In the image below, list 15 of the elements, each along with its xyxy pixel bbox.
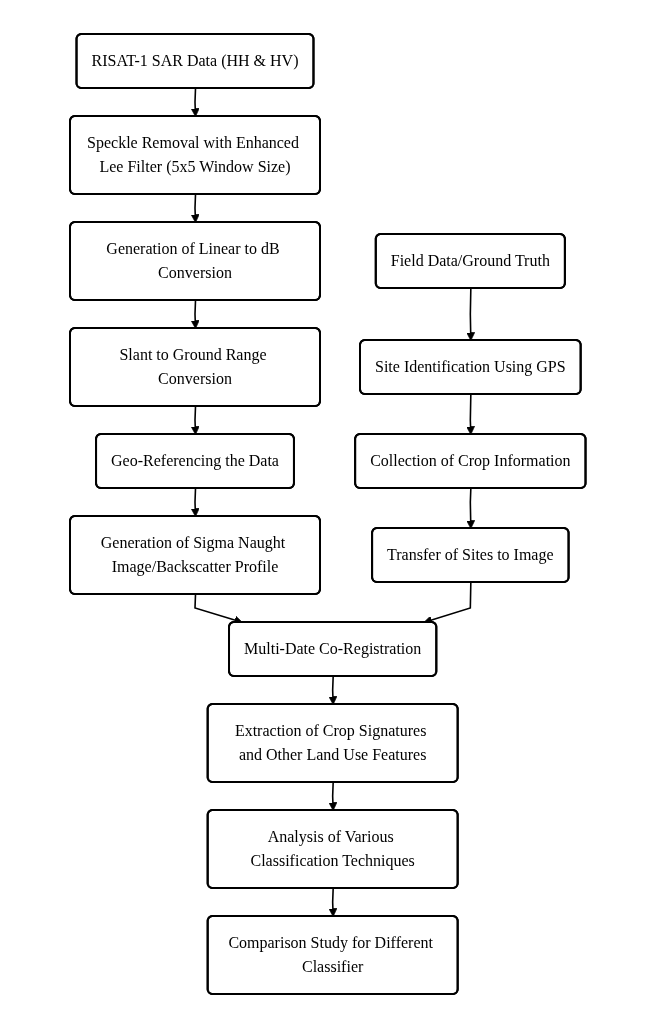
node-text: Generation of Sigma Naught Image/Backscatter Profile — [101, 534, 286, 575]
arrow — [328, 781, 338, 811]
arrow — [191, 87, 200, 117]
arrow — [191, 405, 200, 435]
arrow — [466, 393, 476, 435]
arrow — [466, 487, 476, 529]
arrow — [191, 299, 200, 329]
arrow — [466, 287, 476, 341]
arrow — [191, 193, 200, 223]
node-text: Slant to Ground Range Conversion — [119, 346, 267, 387]
node-text: Generation of Linear to dB Conversion — [106, 240, 280, 281]
arrow — [191, 487, 200, 517]
arrow — [328, 675, 338, 705]
node-text: Speckle Removal with Enhanced Lee Filter (5x5 Window Size) — [87, 134, 300, 175]
arrow — [328, 887, 338, 917]
